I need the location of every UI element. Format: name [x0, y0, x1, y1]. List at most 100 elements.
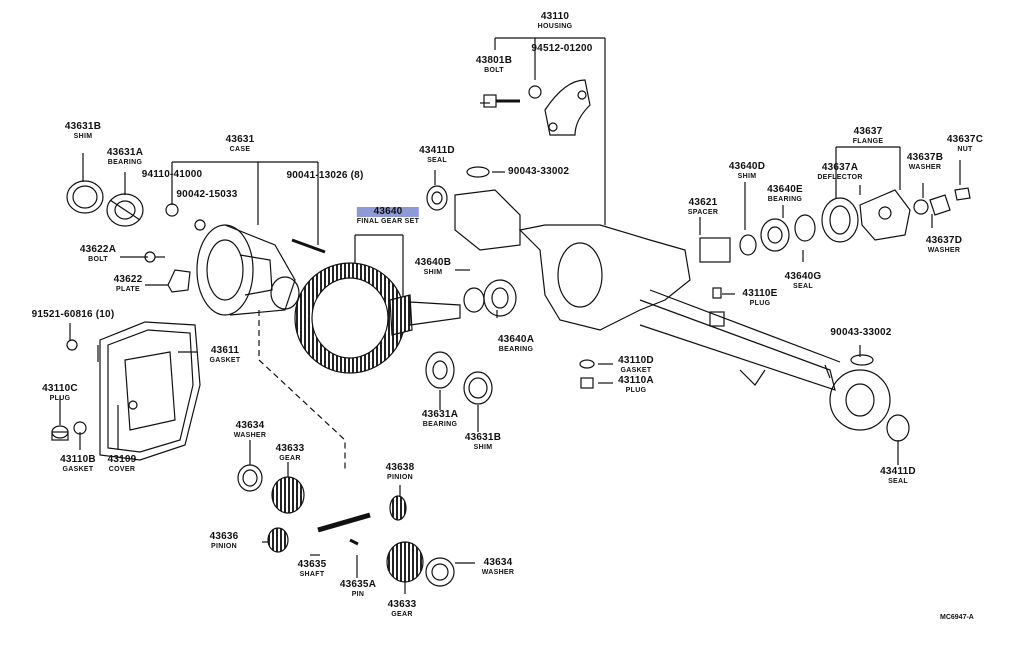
shim-43640d — [739, 234, 757, 256]
nut-43637c — [954, 187, 971, 201]
gasket-43110b — [73, 421, 87, 435]
shaft-43635 — [317, 512, 371, 533]
spacer-43621 — [699, 237, 731, 263]
pinion-43638 — [389, 495, 407, 521]
gear-43633-lower — [386, 541, 424, 583]
flange-43637 — [859, 189, 911, 241]
bracket-43110 — [494, 37, 606, 225]
deflector-43637a — [821, 197, 859, 243]
plug-43110e — [712, 287, 722, 299]
ring-gear-43640 — [294, 262, 406, 374]
cover-43109 — [107, 329, 194, 453]
bolt-90042 — [194, 219, 206, 231]
label-94512-01200: 94512-01200 — [531, 43, 593, 54]
bracket-43631 — [171, 161, 319, 245]
shim-43631b — [66, 180, 104, 214]
case-43631 — [196, 224, 300, 316]
gasket-43611 — [99, 321, 201, 461]
gasket-43110d — [579, 359, 595, 369]
bolt-91521 — [66, 339, 78, 351]
bracket-43637 — [835, 146, 901, 198]
plug-43110a — [580, 377, 594, 389]
shim-43631b-lower — [463, 371, 493, 405]
seal-43640g — [794, 214, 816, 242]
label-90042-15033: 90042-15033 — [176, 189, 238, 200]
washer-43637d — [929, 194, 951, 216]
washer-43634-lower — [425, 557, 455, 587]
pinion-43636 — [267, 527, 289, 553]
washer-43634 — [237, 464, 263, 492]
washer-43637b — [913, 199, 929, 215]
seal-90043 — [466, 166, 490, 178]
pin-43635a — [349, 538, 359, 546]
washer-94110 — [165, 203, 179, 217]
seal-43411d-bottom — [886, 414, 910, 442]
washer-94512 — [528, 85, 542, 99]
bolt-43801b — [483, 94, 520, 108]
bearing-43631a-lower — [425, 351, 455, 389]
drive-pinion-43640 — [389, 294, 461, 336]
vent-43110 — [709, 311, 725, 327]
bearing-43631a — [106, 193, 144, 227]
label-90041-13026: 90041-13026 (8) — [286, 170, 364, 181]
bolt-90041 — [291, 238, 326, 254]
dashed-guide-line — [258, 310, 346, 470]
diagram-code: MC6947-A — [940, 614, 974, 621]
plug-43110c — [51, 425, 69, 441]
seal-90043-right — [850, 354, 874, 366]
bearing-43640a — [483, 279, 517, 317]
plate-43622 — [167, 269, 191, 293]
bearing-43640e — [760, 218, 790, 252]
label-90043-33002-right: 90043-33002 — [830, 327, 892, 338]
label-91521-60816: 91521-60816 (10) — [31, 309, 115, 320]
gear-43633 — [271, 476, 305, 514]
seal-43411d — [426, 185, 448, 211]
label-94110-41000: 94110-41000 — [141, 169, 203, 180]
bolt-43622a — [144, 251, 165, 263]
label-90043-33002-top: 90043-33002 — [508, 166, 570, 177]
housing-43110 — [454, 189, 891, 431]
shim-43640b — [463, 287, 485, 313]
bearing-cap-43110 — [544, 79, 591, 136]
